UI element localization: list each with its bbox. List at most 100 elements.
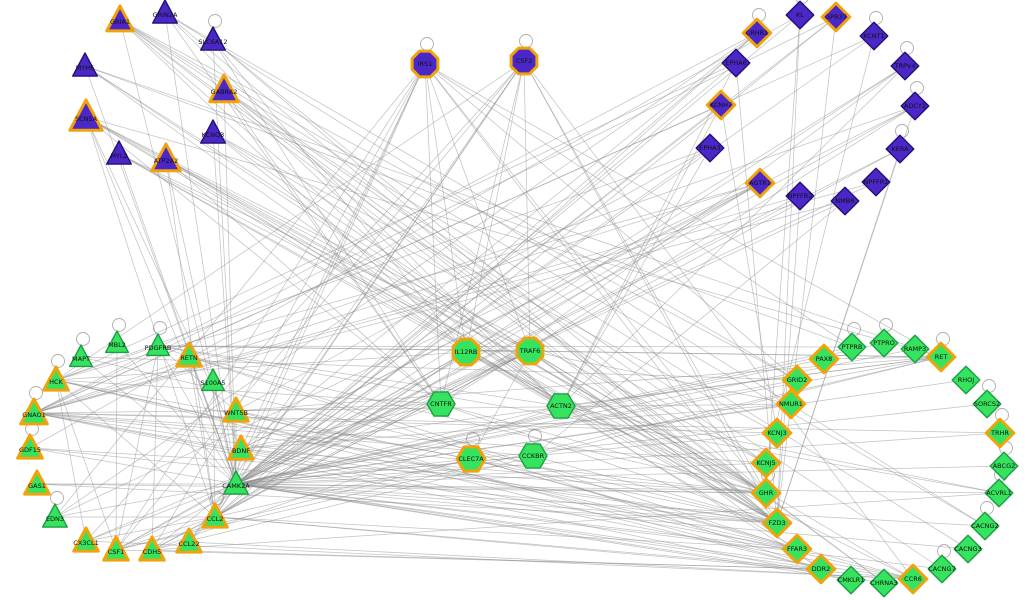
node-MAPT[interactable]: MAPT xyxy=(68,344,94,368)
diamond-shape-GRID2[interactable] xyxy=(781,364,813,396)
node-ACVRL1[interactable]: ACVRL1 xyxy=(984,478,1014,508)
node-SORCS2[interactable]: SORCS2 xyxy=(972,389,1002,419)
diamond-shape-PTPRB[interactable] xyxy=(837,332,867,362)
node-IL12RB[interactable]: IL12RB xyxy=(451,337,481,367)
triangle-shape-GABRA2[interactable] xyxy=(208,73,240,104)
hexagon-shape-CLEC7A[interactable] xyxy=(455,445,487,473)
node-PTPRO[interactable]: PTPRO xyxy=(869,328,899,358)
diamond-shape-CMKLR1[interactable] xyxy=(836,565,866,595)
diamond-shape-TRHR[interactable] xyxy=(984,417,1016,449)
node-GRIN2A[interactable]: GRIN2A xyxy=(151,0,179,24)
node-HCK[interactable]: HCK xyxy=(42,365,70,392)
diamond-shape-PTPRO[interactable] xyxy=(869,328,899,358)
triangle-shape-ATP2A2[interactable] xyxy=(150,142,182,173)
node-CACNG7[interactable]: CACNG7 xyxy=(927,554,957,584)
diamond-shape-CHRNA3[interactable] xyxy=(869,568,899,598)
node-GNAO1[interactable]: GNAO1 xyxy=(19,397,49,426)
octagon-shape-IRS1[interactable] xyxy=(410,49,440,79)
diamond-shape-RET[interactable] xyxy=(925,341,957,373)
triangle-shape-RETN[interactable] xyxy=(175,341,203,368)
diamond-shape-NMBR[interactable] xyxy=(830,186,860,216)
node-CSF1[interactable]: CSF1 xyxy=(102,535,130,562)
node-IRS1[interactable]: IRS1 xyxy=(410,49,440,79)
node-GPR37[interactable]: GPR37 xyxy=(820,1,852,33)
diamond-shape-CACNG3[interactable] xyxy=(953,534,983,564)
node-CCR6[interactable]: CCR6 xyxy=(897,563,929,595)
triangle-shape-GNAO1[interactable] xyxy=(19,397,49,426)
triangle-shape-GDF15[interactable] xyxy=(16,433,44,460)
diamond-shape-NMUR1[interactable] xyxy=(775,388,807,420)
diamond-shape-TRPV4[interactable] xyxy=(890,51,920,81)
node-DDR2[interactable]: DDR2 xyxy=(805,553,837,585)
node-ADCY2[interactable]: ADCY2 xyxy=(900,91,930,121)
triangle-shape-CX3CL1[interactable] xyxy=(72,526,100,553)
triangle-shape-MAPT[interactable] xyxy=(68,344,94,368)
diamond-shape-PAX8[interactable] xyxy=(808,343,840,375)
node-CSF2[interactable]: CSF2 xyxy=(509,46,539,76)
diamond-shape-CACNG7[interactable] xyxy=(927,554,957,584)
diamond-shape-CCR6[interactable] xyxy=(897,563,929,595)
triangle-shape-CSF1[interactable] xyxy=(102,535,130,562)
diamond-shape-KCNH7[interactable] xyxy=(705,89,737,121)
node-KCNT1[interactable]: KCNT1 xyxy=(859,21,889,51)
node-PTPRB[interactable]: PTPRB xyxy=(837,332,867,362)
node-CCL22[interactable]: CCL22 xyxy=(175,527,203,554)
diamond-shape-RHOJ[interactable] xyxy=(951,365,981,395)
node-MYH6[interactable]: MYH6 xyxy=(71,52,99,77)
triangle-shape-CAMK2A[interactable] xyxy=(222,470,250,495)
diamond-shape-KL[interactable] xyxy=(785,0,815,30)
triangle-shape-GRIN2A[interactable] xyxy=(151,0,179,24)
diamond-shape-KERA[interactable] xyxy=(885,134,915,164)
node-SLC6A12[interactable]: SLC6A12 xyxy=(198,26,228,51)
node-TRAF6[interactable]: TRAF6 xyxy=(515,336,545,366)
triangle-shape-EDN3[interactable] xyxy=(41,503,69,528)
hexagon-shape-ACTN2[interactable] xyxy=(546,393,576,419)
triangle-shape-HCK[interactable] xyxy=(42,365,70,392)
node-KCNJ5[interactable]: KCNJ5 xyxy=(750,447,782,479)
node-CACNG2[interactable]: CACNG2 xyxy=(970,511,1000,541)
diamond-shape-GHR[interactable] xyxy=(750,477,782,509)
node-KCNQ3[interactable]: KCNQ3 xyxy=(199,119,227,144)
triangle-shape-SCN5A[interactable] xyxy=(68,98,104,132)
diamond-shape-DDR2[interactable] xyxy=(805,553,837,585)
node-GDF15[interactable]: GDF15 xyxy=(16,433,44,460)
node-WNT5B[interactable]: WNT5B xyxy=(222,396,250,423)
diamond-shape-FZD3[interactable] xyxy=(761,507,793,539)
octagon-shape-TRAF6[interactable] xyxy=(515,336,545,366)
node-CNTFR[interactable]: CNTFR xyxy=(426,391,456,417)
hexagon-shape-CCKBR[interactable] xyxy=(518,443,548,469)
node-KCNH7[interactable]: KCNH7 xyxy=(705,89,737,121)
node-GHR[interactable]: GHR xyxy=(750,477,782,509)
diamond-shape-ADCY2[interactable] xyxy=(900,91,930,121)
diamond-shape-FFAR3[interactable] xyxy=(781,533,813,565)
diamond-shape-NPFFR1[interactable] xyxy=(861,167,891,197)
diamond-shape-CRHR1[interactable] xyxy=(741,17,773,49)
node-CLEC7A[interactable]: CLEC7A xyxy=(455,445,487,473)
diamond-shape-EPHA6[interactable] xyxy=(721,48,751,78)
diamond-shape-AGTR1[interactable] xyxy=(744,167,776,199)
triangle-shape-CCL2[interactable] xyxy=(201,502,229,529)
diamond-shape-RAMP3[interactable] xyxy=(900,334,930,364)
diamond-shape-KCNJ3[interactable] xyxy=(761,417,793,449)
diamond-shape-GPR37[interactable] xyxy=(820,1,852,33)
triangle-shape-BDNF[interactable] xyxy=(227,434,255,461)
triangle-shape-KCNQ3[interactable] xyxy=(199,119,227,144)
diamond-shape-ACVRL1[interactable] xyxy=(984,478,1014,508)
diamond-shape-NPFFR2[interactable] xyxy=(785,181,815,211)
hexagon-shape-CNTFR[interactable] xyxy=(426,391,456,417)
node-MYL2[interactable]: MYL2 xyxy=(105,140,133,165)
diamond-shape-KCNT1[interactable] xyxy=(859,21,889,51)
triangle-shape-MBL2[interactable] xyxy=(104,330,130,354)
triangle-shape-WNT5B[interactable] xyxy=(222,396,250,423)
node-KL[interactable]: KL xyxy=(785,0,815,30)
node-GAS1[interactable]: GAS1 xyxy=(23,469,51,496)
octagon-shape-IL12RB[interactable] xyxy=(451,337,481,367)
node-EPHA6[interactable]: EPHA6 xyxy=(721,48,751,78)
node-CDH5[interactable]: CDH5 xyxy=(138,535,166,562)
node-NMBR[interactable]: NMBR xyxy=(830,186,860,216)
node-SCN5A[interactable]: SCN5A xyxy=(68,98,104,132)
diamond-shape-SORCS2[interactable] xyxy=(972,389,1002,419)
node-ACTN2[interactable]: ACTN2 xyxy=(546,393,576,419)
diamond-shape-KCNJ5[interactable] xyxy=(750,447,782,479)
node-AGTR1[interactable]: AGTR1 xyxy=(744,167,776,199)
